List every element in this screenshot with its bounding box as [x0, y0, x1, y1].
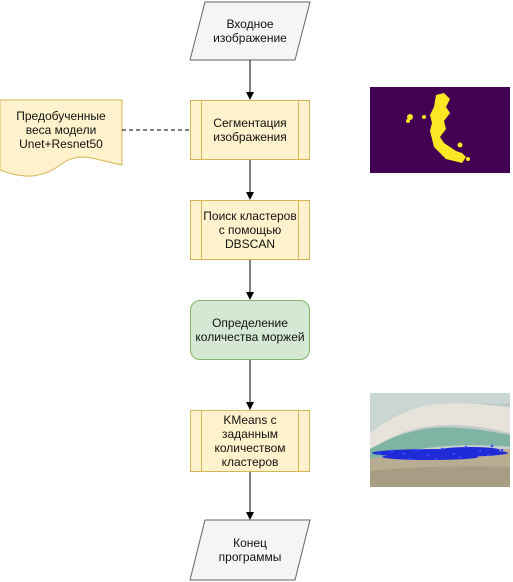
pretrained-node: Предобученные веса модели Unet+Resnet50: [0, 100, 122, 160]
count-label: Определение количества моржей: [195, 316, 305, 344]
pretrained-label: Предобученные веса модели Unet+Resnet50: [16, 109, 106, 151]
input-node: Входное изображение: [190, 2, 310, 60]
input-shape: [189, 1, 311, 61]
end-shape: [189, 519, 311, 581]
dbscan-node: Поиск кластеров с помощью DBSCAN: [190, 200, 310, 260]
clustered-aerial-image: [370, 393, 510, 487]
end-label: Конец программы: [218, 536, 282, 564]
kmeans-node: KMeans с заданным количеством кластеров: [190, 410, 310, 472]
kmeans-label: KMeans с заданным количеством кластеров: [214, 413, 286, 469]
segmentation-node: Сегментация изображения: [190, 100, 310, 160]
segmentation-mask-image: [370, 87, 510, 173]
count-node: Определение количества моржей: [190, 300, 310, 360]
dbscan-label: Поиск кластеров с помощью DBSCAN: [203, 209, 297, 251]
segmentation-label: Сегментация изображения: [213, 116, 287, 144]
end-node: Конец программы: [190, 520, 310, 580]
pretrained-doc-shape: [0, 99, 123, 177]
input-label: Входное изображение: [213, 17, 287, 45]
